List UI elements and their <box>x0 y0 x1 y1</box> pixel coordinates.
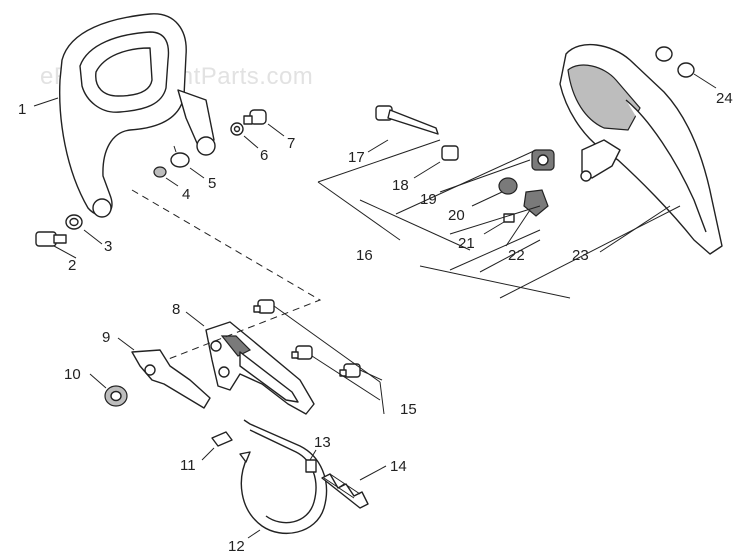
callout-5: 5 <box>208 175 216 192</box>
part-screw-7 <box>243 109 267 125</box>
part-long-bolt-17 <box>375 105 439 135</box>
part-pin-11 <box>211 431 233 447</box>
callout-21: 21 <box>458 235 475 252</box>
part-sleeve-4 <box>153 166 167 178</box>
part-screw-21 <box>503 213 515 223</box>
callout-18: 18 <box>392 177 409 194</box>
part-collar-3 <box>65 214 83 230</box>
callout-7: 7 <box>287 135 295 152</box>
part-screw-15a <box>291 345 313 360</box>
part-gear-20 <box>498 177 518 195</box>
part-block-13 <box>305 459 317 473</box>
callout-6: 6 <box>260 147 268 164</box>
callout-22: 22 <box>508 247 525 264</box>
callout-20: 20 <box>448 207 465 224</box>
part-spring-14 <box>321 473 369 509</box>
part-bolt-2 <box>35 231 67 247</box>
part-bushing-10 <box>104 385 128 407</box>
callout-11: 11 <box>180 457 196 474</box>
callout-2: 2 <box>68 257 76 274</box>
part-spring-5 <box>170 145 190 168</box>
callout-3: 3 <box>104 238 112 255</box>
part-washer-6 <box>230 122 244 136</box>
part-sprocket-cover-23 <box>559 43 723 255</box>
callout-24: 24 <box>716 90 733 107</box>
callout-4: 4 <box>182 186 190 203</box>
callouts: 1 2 3 4 5 6 7 8 9 10 11 12 13 14 15 16 1… <box>18 90 733 555</box>
part-brake-bracket-8 <box>205 321 315 415</box>
callout-10: 10 <box>64 366 81 383</box>
callout-14: 14 <box>390 458 407 475</box>
part-tensioner-19 <box>531 149 555 171</box>
callout-19: 19 <box>420 191 437 208</box>
part-bracket-22 <box>523 189 549 217</box>
callout-9: 9 <box>102 329 110 346</box>
callout-8: 8 <box>172 301 180 318</box>
part-nut-18 <box>441 145 459 161</box>
part-screw-8a <box>253 299 275 314</box>
callout-15: 15 <box>400 401 417 418</box>
callout-17: 17 <box>348 149 365 166</box>
callout-16: 16 <box>356 247 373 264</box>
part-hand-guard <box>59 13 216 218</box>
part-nuts-24 <box>655 46 695 78</box>
callout-1: 1 <box>18 101 26 118</box>
callout-23: 23 <box>572 247 589 264</box>
part-lever-9 <box>131 349 211 409</box>
callout-12: 12 <box>228 538 245 555</box>
callout-13: 13 <box>314 434 331 451</box>
part-brake-band-12 <box>239 419 328 534</box>
leader-lines <box>33 73 717 539</box>
